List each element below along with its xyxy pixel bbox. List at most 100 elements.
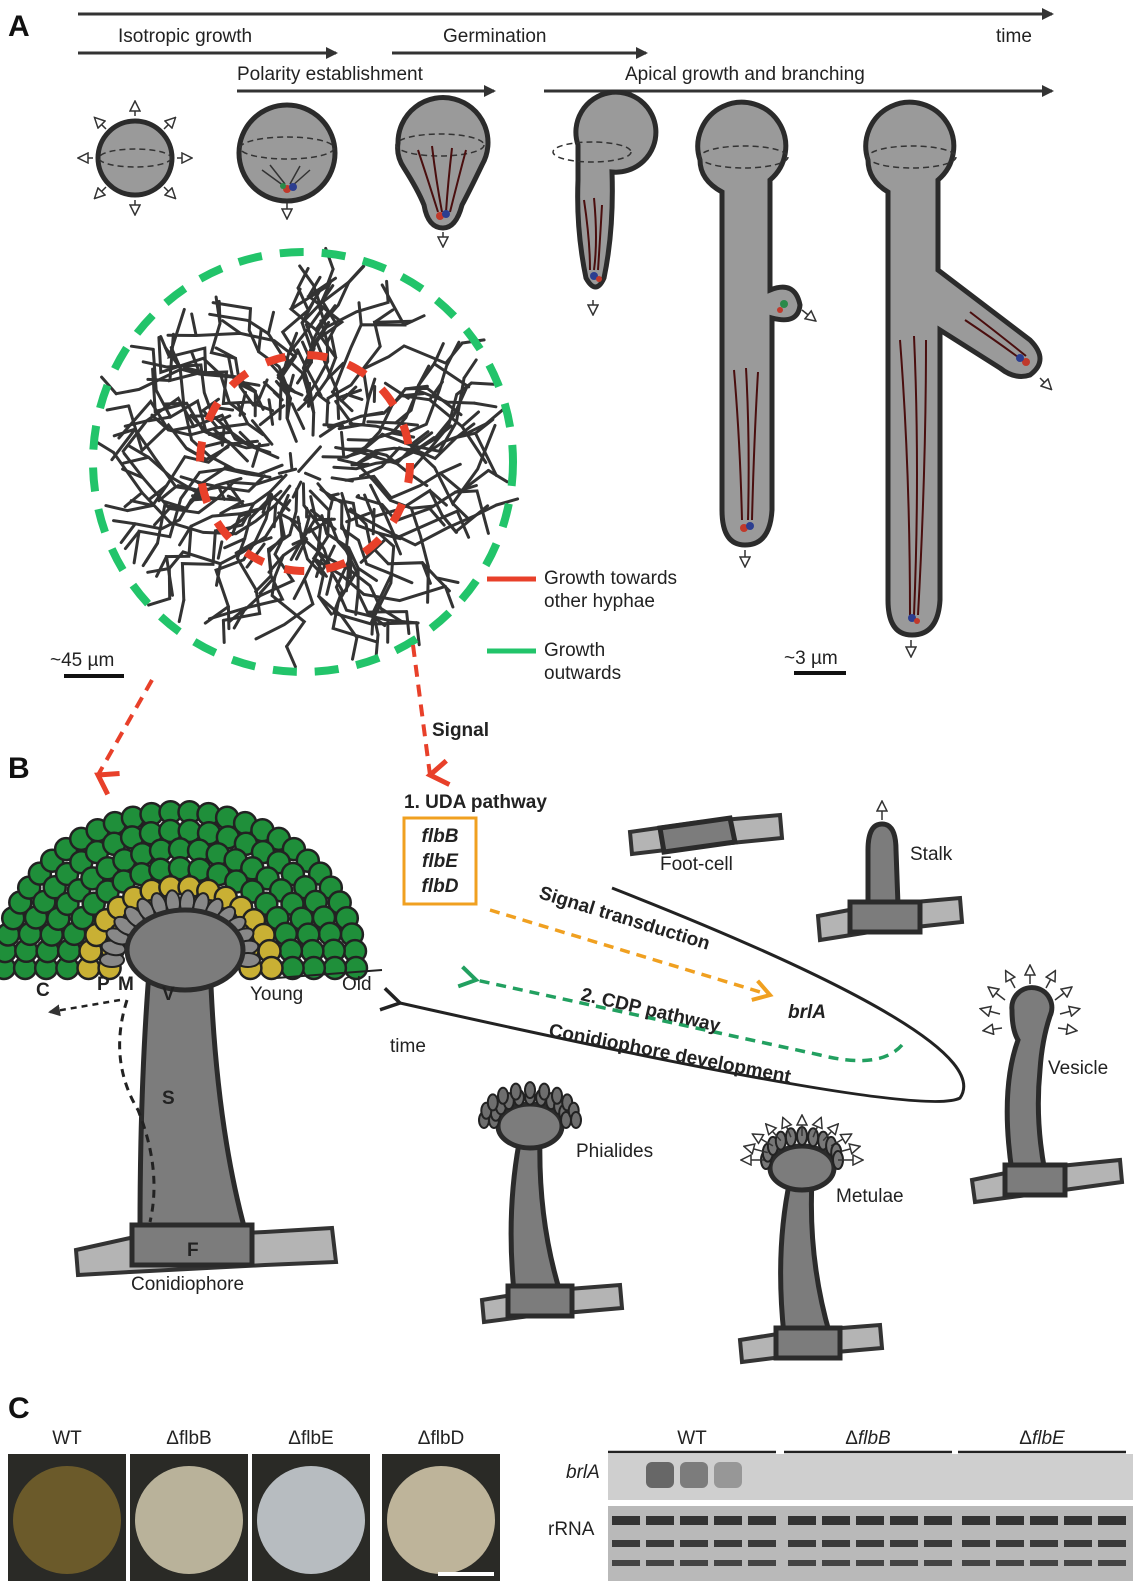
stage-isotropic-growth: Isotropic growth [118, 26, 252, 47]
rrna-band [1064, 1540, 1092, 1547]
hypha-branch [259, 330, 262, 352]
hypha-branch [294, 579, 304, 599]
stage-foot-cell-diagram [630, 815, 782, 854]
spore-isotropic [83, 106, 187, 210]
hypha-branch [486, 410, 503, 424]
rrna-band [714, 1560, 742, 1566]
hypha-core [342, 432, 344, 457]
scale-cells-label: ~3 µm [784, 648, 838, 669]
stage-polarity-establishment: Polarity establishment [237, 64, 424, 85]
rrna-band [890, 1540, 918, 1547]
hypha-core [279, 469, 295, 473]
signal-arrow-left [98, 680, 152, 775]
row-label-rrna: rRNA [548, 1519, 595, 1540]
rrna-band [748, 1560, 776, 1566]
rrna-band [996, 1560, 1024, 1566]
hypha-branch [148, 379, 170, 380]
young-label: Young [250, 984, 303, 1005]
part-v: V [162, 984, 175, 1005]
part-s: S [162, 1088, 175, 1109]
rrna-band [646, 1560, 674, 1566]
legend-green-line1: Growth [544, 640, 605, 661]
uda-title: 1. UDA pathway [404, 792, 547, 813]
group-label: WT [677, 1428, 707, 1449]
rrna-band [714, 1516, 742, 1525]
colony [257, 1466, 365, 1574]
hypha-branch [157, 557, 167, 577]
stage-stalk-label: Stalk [910, 844, 953, 865]
panel-a-label: A [8, 10, 30, 43]
gene-flbd: flbD [422, 876, 459, 897]
row-label-brla: brlA [566, 1462, 600, 1483]
stage-metulae-label: Metulae [836, 1186, 904, 1207]
hypha-core [306, 473, 320, 479]
hypha-branch [359, 303, 361, 325]
hypha-branch [440, 464, 460, 473]
rrna-band [924, 1560, 952, 1566]
hypha-core [373, 509, 374, 533]
hypha-branch [131, 346, 153, 349]
rrna-band [612, 1560, 640, 1566]
hypha-branch [488, 470, 507, 481]
hypha-branch [464, 360, 476, 378]
hypha-core [246, 514, 249, 517]
hypha-core [290, 454, 292, 470]
colony [13, 1466, 121, 1574]
gene-flbe: flbE [422, 851, 459, 872]
strain-label: ΔflbD [418, 1428, 464, 1449]
hypha-branch [179, 600, 184, 622]
rrna-band [996, 1516, 1024, 1525]
hypha-branch [356, 593, 358, 615]
rrna-band [1030, 1540, 1058, 1547]
part-m: M [118, 974, 134, 995]
germling-short [553, 92, 656, 310]
legend-green-line2: outwards [544, 663, 621, 684]
phialides-vesicle [498, 1104, 562, 1148]
hypha-branch [161, 337, 170, 357]
phialide [571, 1112, 581, 1128]
hypha-core [331, 494, 338, 496]
hypha-core [218, 542, 222, 558]
hypha-branch [346, 569, 348, 591]
rrna-band [612, 1540, 640, 1547]
part-p: P [97, 974, 110, 995]
rrna-band [1064, 1516, 1092, 1525]
hypha-branch [274, 505, 276, 527]
strain-label: ΔflbE [288, 1428, 333, 1449]
hypha-branch [472, 383, 494, 384]
panel-c-label: C [8, 1392, 30, 1425]
rrna-band [822, 1540, 850, 1547]
hypha-branch [228, 607, 229, 629]
phialide [488, 1094, 498, 1110]
hypha-core [269, 400, 273, 425]
stage-metulae-diagram [740, 1120, 882, 1362]
hypha-branch [149, 599, 170, 606]
metulae-vesicle [770, 1146, 834, 1190]
hypha-branch [348, 266, 363, 282]
colony-network [93, 248, 518, 672]
hypha [334, 285, 404, 391]
phialide [525, 1082, 535, 1098]
rrna-band [680, 1560, 708, 1566]
rrna-band [1064, 1560, 1092, 1566]
hypha-branch [376, 635, 378, 657]
stage-foot-cell-label: Foot-cell [660, 854, 733, 875]
conidiophore-label: Conidiophore [131, 1274, 244, 1295]
spore-polarity [239, 105, 335, 214]
hypha-core [332, 478, 352, 481]
strain-label: WT [52, 1428, 82, 1449]
hypha-branch [268, 312, 273, 333]
signal-label: Signal [432, 720, 489, 741]
panel-b-label: B [8, 752, 30, 785]
legend-growth: Growth towards other hyphae Growth outwa… [487, 568, 677, 684]
brla-band [714, 1462, 742, 1488]
stage-apical-growth: Apical growth and branching [625, 64, 865, 85]
group-label: ΔflbB [845, 1428, 891, 1449]
rrna-band [788, 1516, 816, 1525]
hypha-core [330, 501, 332, 509]
rrna-band [962, 1540, 990, 1547]
stage-phialides-label: Phialides [576, 1141, 653, 1162]
stage-germination: Germination [443, 26, 547, 47]
spore-germinating [396, 98, 488, 242]
